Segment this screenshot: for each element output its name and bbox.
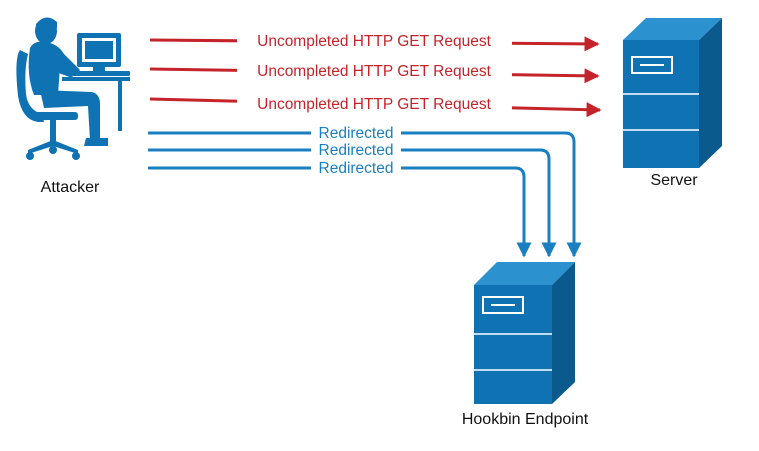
request-label: Uncompleted HTTP GET Request — [257, 63, 491, 80]
request-label: Uncompleted HTTP GET Request — [257, 96, 491, 113]
server-label: Server — [650, 172, 698, 189]
request-labels: Uncompleted HTTP GET Request Uncompleted… — [237, 30, 512, 113]
redirect-label: Redirected — [319, 125, 394, 142]
redirect-label: Redirected — [319, 142, 394, 159]
computer-user-icon — [16, 17, 130, 160]
redirect-arrow — [148, 148, 557, 258]
redirect-arrow — [148, 166, 532, 258]
attacker-label: Attacker — [41, 179, 100, 196]
request-label: Uncompleted HTTP GET Request — [257, 33, 491, 50]
server-tower-icon — [623, 18, 722, 168]
redirect-labels: Redirected Redirected Redirected — [311, 124, 401, 177]
server-tower-icon — [474, 262, 575, 404]
redirect-arrow — [148, 131, 582, 258]
redirect-label: Redirected — [319, 160, 394, 177]
hookbin-label: Hookbin Endpoint — [462, 411, 589, 428]
redirect-arrows — [148, 131, 582, 258]
